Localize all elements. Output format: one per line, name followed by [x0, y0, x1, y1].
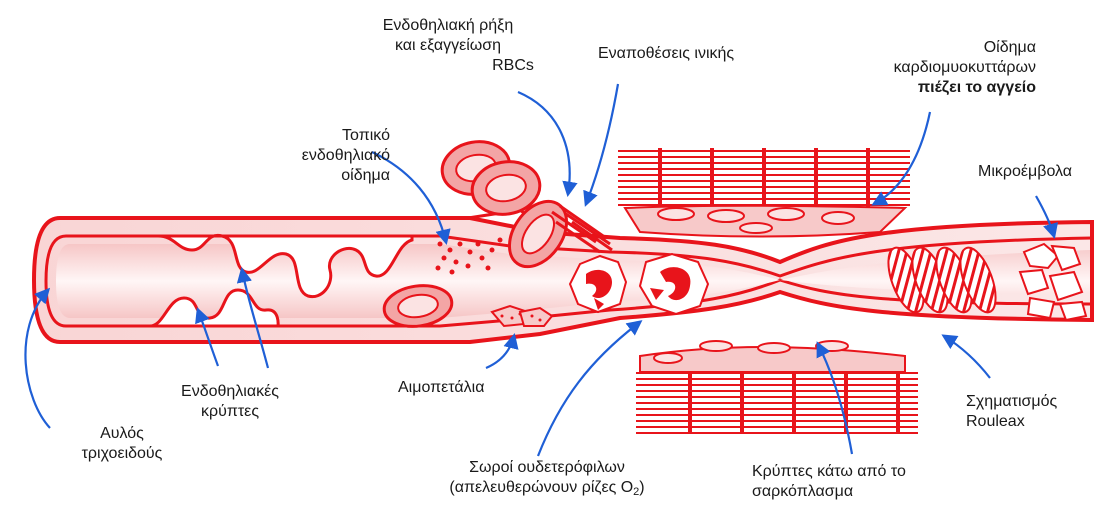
platelet-group [492, 306, 552, 326]
label-platelets: Αιμοπετάλια [398, 378, 484, 398]
label-cardiomyocyte-edema: Οίδημα καρδιομυοκυττάρων πιέζει το αγγεί… [840, 38, 1036, 98]
label-neutrophils: Σωροί ουδετερόφιλων (απελευθερώνουν ρίζε… [402, 458, 692, 498]
label-sarcoplasm-crypts: Κρύπτες κάτω από το σαρκόπλασμα [752, 462, 906, 502]
muscle-block-top [618, 148, 910, 237]
label-fibrin-deposits: Εναποθέσεις ινικής [598, 44, 734, 64]
label-endothelial-rupture: Ενδοθηλιακή ρήξη και εξαγγείωση RBCs [338, 16, 558, 76]
label-capillary-lumen: Αυλός τριχοειδούς [62, 424, 182, 464]
arrow-icon [586, 84, 618, 204]
microemboli-cluster [1020, 244, 1086, 320]
label-microemboli: Μικροέμβολα [978, 162, 1072, 182]
arrow-icon [944, 336, 990, 378]
muscle-block-bottom [636, 341, 918, 434]
arrow-icon [538, 322, 640, 456]
label-local-edema: Τοπικό ενδοθηλιακό οίδημα [260, 126, 390, 186]
label-rouleaux: Σχηματισμός Rouleax [966, 392, 1057, 432]
label-endothelial-crypts: Ενδοθηλιακές κρύπτες [160, 382, 300, 422]
